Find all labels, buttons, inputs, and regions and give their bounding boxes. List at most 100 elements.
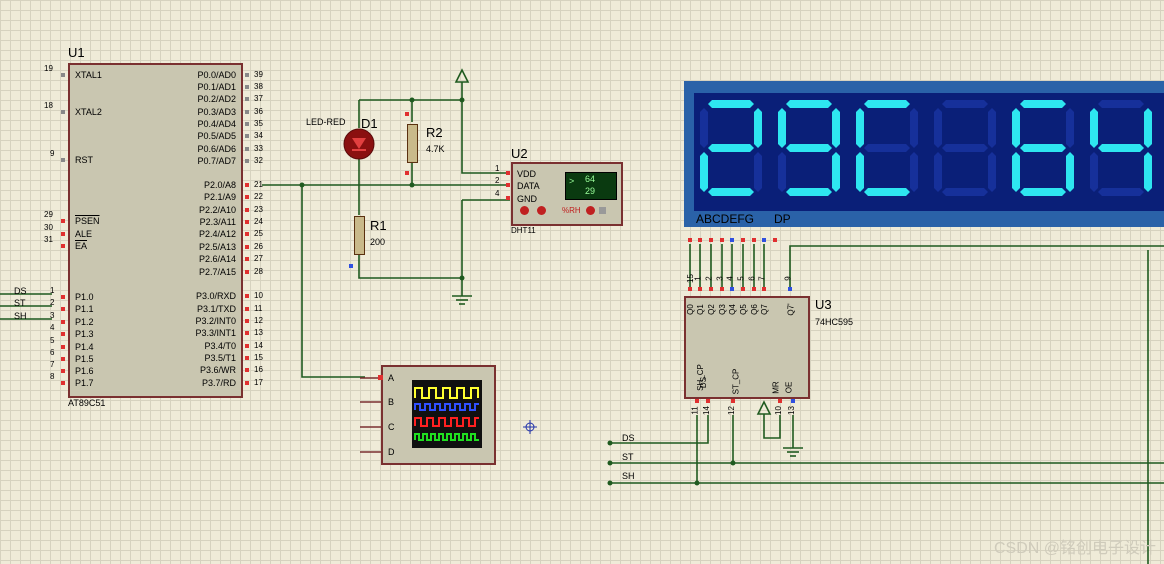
u1-pin-marker[interactable] — [245, 319, 249, 323]
u3-pin-marker[interactable] — [778, 399, 782, 403]
segment-a — [708, 100, 754, 108]
u1-pin-marker[interactable] — [61, 307, 65, 311]
display-pin-marker[interactable] — [698, 238, 702, 242]
segment-b — [832, 108, 840, 148]
u1-pin-marker[interactable] — [245, 147, 249, 151]
u1-pin-marker[interactable] — [245, 270, 249, 274]
display-pin-marker[interactable] — [773, 238, 777, 242]
u3-pin-marker[interactable] — [788, 287, 792, 291]
u1-pin-num: 36 — [254, 107, 263, 116]
u3-pin-marker[interactable] — [695, 399, 699, 403]
u1-pin-p15: P1.5 — [75, 354, 94, 364]
dht11-rh-button[interactable] — [586, 206, 595, 215]
display-pin-marker[interactable] — [720, 238, 724, 242]
u1-pin-marker[interactable] — [61, 369, 65, 373]
u3-pin-marker[interactable] — [720, 287, 724, 291]
u1-pin-marker[interactable] — [245, 368, 249, 372]
u1-pin-marker[interactable] — [245, 232, 249, 236]
dht11-down-button[interactable] — [520, 206, 529, 215]
u3-pin-num: 13 — [786, 406, 796, 415]
u3-pin-marker[interactable] — [688, 287, 692, 291]
display-pin-marker[interactable] — [730, 238, 734, 242]
u3-pin-num: 12 — [726, 406, 736, 415]
u1-pin-p3-1-txd: P3.1/TXD — [196, 304, 236, 314]
d1-part: LED-RED — [306, 117, 346, 127]
u1-pin-marker[interactable] — [245, 331, 249, 335]
u1-pin-marker[interactable] — [61, 244, 65, 248]
u1-pin-marker[interactable] — [61, 332, 65, 336]
u3-pin-num: 10 — [773, 406, 783, 415]
u1-pin-marker[interactable] — [245, 220, 249, 224]
u1-pin-marker[interactable] — [61, 345, 65, 349]
u1-pin-marker[interactable] — [245, 195, 249, 199]
u3-pin-marker[interactable] — [731, 399, 735, 403]
u1-pin-marker[interactable] — [245, 344, 249, 348]
scope-channel-c: C — [388, 422, 395, 432]
u1-pin-num: 29 — [44, 210, 53, 219]
led-red-icon[interactable] — [341, 127, 377, 161]
u1-pin-marker[interactable] — [245, 245, 249, 249]
u1-pin-marker[interactable] — [61, 357, 65, 361]
u1-pin-p14: P1.4 — [75, 342, 94, 352]
u1-pin-marker[interactable] — [61, 158, 65, 162]
u1-pin-p3-0-rxd: P3.0/RXD — [195, 291, 236, 301]
u1-pin-marker[interactable] — [61, 232, 65, 236]
display-pin-marker[interactable] — [762, 238, 766, 242]
u1-pin-marker[interactable] — [245, 110, 249, 114]
u3-pin-q4: Q4 — [727, 304, 737, 315]
u1-pin-marker[interactable] — [61, 110, 65, 114]
u1-pin-marker[interactable] — [61, 219, 65, 223]
u1-pin-marker[interactable] — [61, 73, 65, 77]
u1-pin-marker[interactable] — [245, 381, 249, 385]
u1-chip[interactable] — [68, 63, 243, 398]
u3-pin-marker[interactable] — [762, 287, 766, 291]
u1-pin-marker[interactable] — [245, 85, 249, 89]
segment-d — [1020, 188, 1066, 196]
dht11-up-button[interactable] — [537, 206, 546, 215]
u3-pin-marker[interactable] — [706, 399, 710, 403]
u3-pin-marker[interactable] — [752, 287, 756, 291]
u1-pin-marker[interactable] — [245, 122, 249, 126]
u3-pin-marker[interactable] — [698, 287, 702, 291]
u1-pin-marker[interactable] — [245, 294, 249, 298]
u1-pin-marker[interactable] — [245, 257, 249, 261]
display-pin-marker[interactable] — [752, 238, 756, 242]
u1-pin-num: 13 — [254, 328, 263, 337]
segment-c — [832, 152, 840, 192]
u1-pin-marker[interactable] — [245, 97, 249, 101]
u3-pin-marker[interactable] — [709, 287, 713, 291]
u1-pin-num: 26 — [254, 242, 263, 251]
u1-pin-marker[interactable] — [61, 320, 65, 324]
u1-pin-marker[interactable] — [245, 159, 249, 163]
display-pin-marker[interactable] — [709, 238, 713, 242]
digit-1 — [778, 100, 840, 196]
u3-pin-marker[interactable] — [791, 399, 795, 403]
u1-pin-num: 39 — [254, 70, 263, 79]
u1-pin-p3-3-int1: P3.3/INT1 — [195, 328, 236, 338]
u1-pin-marker[interactable] — [245, 183, 249, 187]
u1-pin-p0-5-ad5: P0.5/AD5 — [197, 131, 236, 141]
u1-pin-marker[interactable] — [61, 381, 65, 385]
u1-pin-num: 30 — [44, 223, 53, 232]
r1-resistor[interactable] — [354, 216, 365, 255]
u1-pin-marker[interactable] — [245, 134, 249, 138]
display-pin-marker[interactable] — [688, 238, 692, 242]
r2-ref: R2 — [426, 125, 443, 140]
segment-d — [1098, 188, 1144, 196]
crosshair-icon — [523, 420, 537, 434]
u3-chip[interactable] — [684, 296, 810, 399]
u1-pin-num: 38 — [254, 82, 263, 91]
u1-pin-marker[interactable] — [245, 73, 249, 77]
dht11-rh-toggle[interactable] — [599, 207, 606, 214]
display-pin-marker[interactable] — [741, 238, 745, 242]
segment-d — [708, 188, 754, 196]
u3-pin-marker[interactable] — [730, 287, 734, 291]
r2-resistor[interactable] — [407, 124, 418, 163]
u1-pin-marker[interactable] — [245, 208, 249, 212]
u1-pin-marker[interactable] — [245, 307, 249, 311]
u3-pin-num: 6 — [747, 276, 757, 281]
u1-pin-marker[interactable] — [245, 356, 249, 360]
u1-pin-marker[interactable] — [61, 295, 65, 299]
u3-pin-marker[interactable] — [741, 287, 745, 291]
